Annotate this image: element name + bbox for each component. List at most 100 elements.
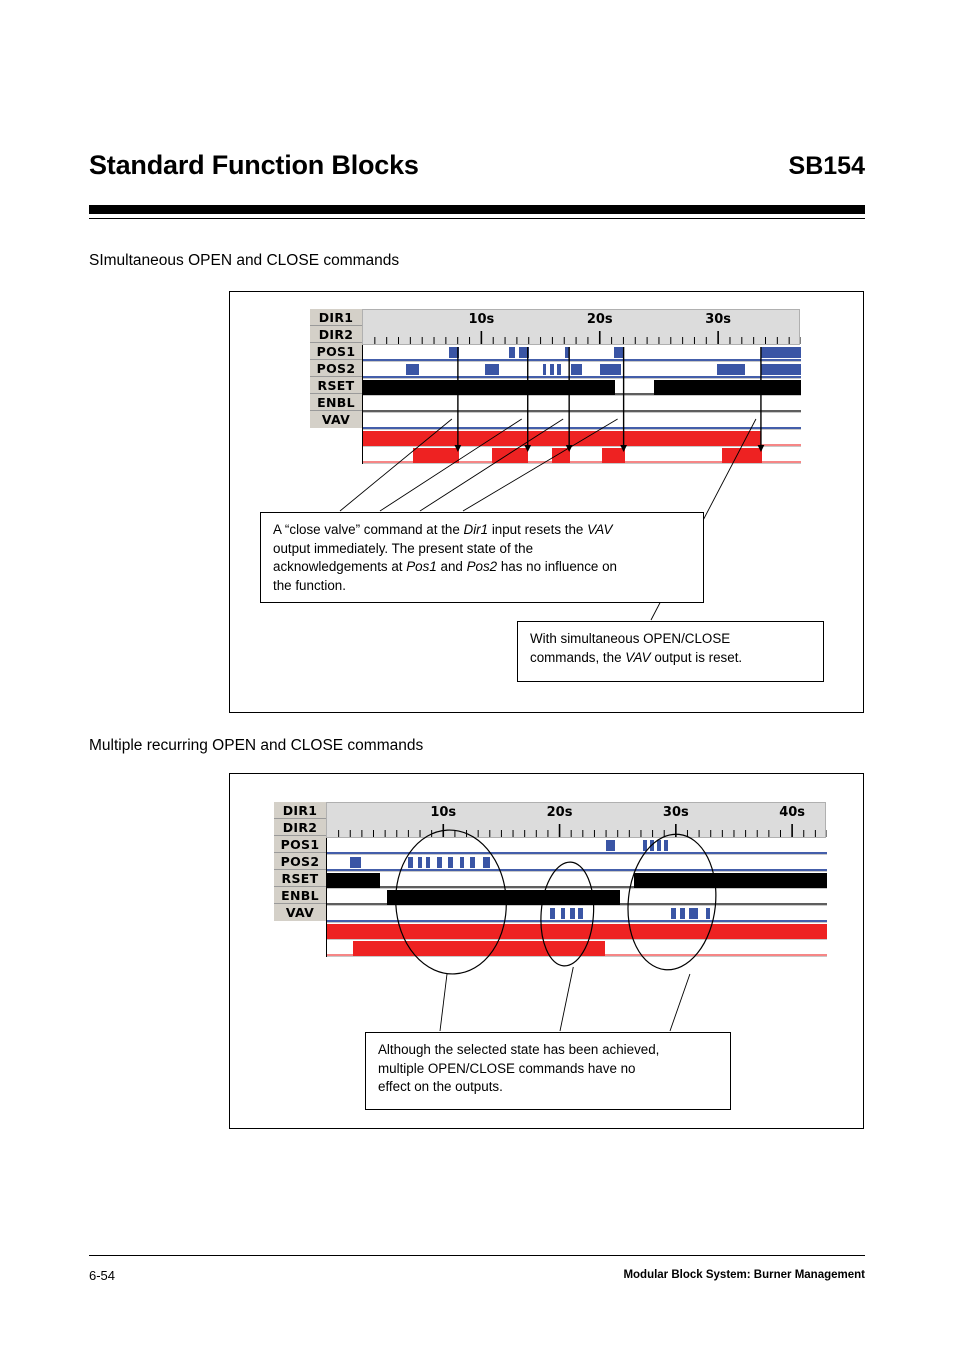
signal-pulse [363,431,761,446]
signal-label-dir1: DIR1 [274,802,326,819]
signal-pulse [716,364,746,375]
signal-pulse [633,873,827,888]
signal-label-rset: RSET [274,870,326,887]
signal-pulse [412,448,459,463]
signal-pulse [578,908,583,919]
row-separator [363,395,801,396]
signal-pulse [327,873,381,888]
signal-label-dir2: DIR2 [310,326,362,343]
signal-row-pos1 [327,872,827,889]
signal-baseline [327,852,827,854]
signal-pulse [599,364,622,375]
signal-row-rset [327,906,827,923]
signal-pulse [557,364,561,375]
signal-pulse [760,347,801,358]
signal-pulse [542,364,547,375]
signal-label-pos1: POS1 [274,836,326,853]
footer-source-text: Modular Block System: Burner Management [623,1269,865,1281]
signal-row-pos2 [363,396,801,413]
time-tick-label: 20s [586,312,613,327]
signal-label-pos1: POS1 [310,343,362,360]
signal-row-pos1 [363,379,801,396]
signal-row-pos2 [327,889,827,906]
signal-pulse [519,347,529,358]
callout-close-valve-command: A “close valve” command at the Dir1 inpu… [260,512,704,603]
signal-pulse [437,857,443,868]
callout-simultaneous-open-close: With simultaneous OPEN/CLOSE commands, t… [517,621,824,682]
row-separator [363,463,801,464]
callout-2-line-2: commands, the VAV output is reset. [530,649,743,665]
header-rule-thick [89,205,865,214]
signal-pulse [613,347,624,358]
signal-row-dir1 [327,838,827,855]
section-caption-multiple-recurring: Multiple recurring OPEN and CLOSE comman… [89,737,424,754]
signal-pulse [508,347,515,358]
header-rule-thin [89,218,865,219]
signal-pulse [417,857,423,868]
signal-label-vav: VAV [310,411,362,428]
callout-1-line-4: the function. [273,577,346,593]
signal-pulse [550,908,555,919]
signal-pulse [408,857,414,868]
signal-pulse [363,380,616,395]
signal-pulse [654,380,801,395]
signal-pulse [470,857,475,868]
signal-label-enbl: ENBL [310,394,362,411]
signal-pulse [606,840,616,851]
signal-pulse [570,908,575,919]
signal-pulse [657,840,661,851]
signal-pulse [387,890,620,905]
signal-row-enbl [363,430,801,447]
signal-pulse [760,364,801,375]
row-separator [327,956,827,957]
signal-label-vav: VAV [274,904,326,921]
signal-row-vav [363,447,801,464]
signal-pulse [721,448,762,463]
signal-pulse [602,448,625,463]
callout-3-line-2: multiple OPEN/CLOSE commands have no [378,1060,636,1076]
signal-row-dir2 [327,855,827,872]
callout-1-line-3: acknowledgements at Pos1 and Pos2 has no… [273,559,617,574]
signal-pulse [492,448,528,463]
timing-chart-2-plot [326,838,827,957]
page-header: Standard Function Blocks SB154 [89,150,865,220]
signal-label-dir2: DIR2 [274,819,326,836]
signal-pulse [352,941,605,956]
signal-pulse [560,908,566,919]
signal-pulse [447,857,453,868]
footer-rule [89,1255,865,1257]
signal-pulse [650,840,654,851]
callout-3-line-3: effect on the outputs. [378,1079,503,1094]
time-tick-label: 40s [779,805,806,820]
row-separator [327,854,827,855]
signal-pulse [571,364,582,375]
time-tick-label: 10s [430,805,457,820]
signal-row-vav [327,940,827,957]
signal-pulse [680,908,686,919]
row-separator [363,378,801,379]
signal-row-enbl [327,923,827,940]
timing-chart-1-plot [362,345,801,464]
time-tick-label: 10s [468,312,495,327]
ruler-ticks-1 [374,331,801,344]
callout-1-line-1: A “close valve” command at the Dir1 inpu… [273,522,613,537]
callout-1-line-2: output immediately. The present state of… [273,540,534,556]
signal-label-pos2: POS2 [310,360,362,377]
signal-label-enbl: ENBL [274,887,326,904]
signal-pulse [706,908,710,919]
signal-row-dir2 [363,362,801,379]
signal-pulse [565,347,569,358]
signal-pulse [459,857,465,868]
signal-label-pos2: POS2 [274,853,326,870]
ruler-ticks-2 [338,824,827,837]
signal-pulse [550,364,554,375]
row-separator [363,361,801,362]
signal-pulse [425,857,431,868]
signal-pulse [482,857,490,868]
signal-pulse [643,840,647,851]
